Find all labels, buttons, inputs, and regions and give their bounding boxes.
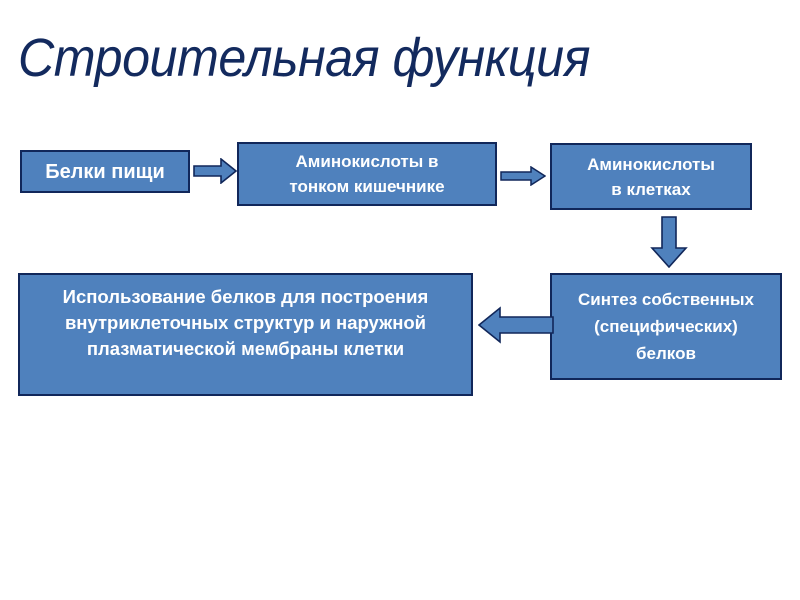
arrow-down-cells-to-synthesis-icon (648, 216, 690, 268)
box-amino-intestine-label: Аминокислоты в тонком кишечнике (289, 152, 445, 196)
box-amino-cells-label: Аминокислоты в клетках (587, 154, 715, 199)
box-synthesis[interactable]: Синтез собственных (специфических) белко… (550, 273, 782, 380)
box-protein-usage[interactable]: Использование белков для построения внут… (18, 273, 473, 396)
box-food-proteins[interactable]: Белки пищи (20, 150, 190, 193)
arrow-left-synthesis-to-usage-icon (478, 306, 554, 344)
box-synthesis-label: Синтез собственных (специфических) белко… (577, 290, 755, 363)
box-food-proteins-label: Белки пищи (45, 160, 165, 183)
box-amino-cells[interactable]: Аминокислоты в клетках (550, 143, 752, 210)
box-amino-intestine[interactable]: Аминокислоты в тонком кишечнике (237, 142, 497, 206)
page-title: Строительная функция (18, 28, 590, 88)
arrow-right-intestine-to-cells-icon (500, 166, 546, 186)
box-protein-usage-label: Использование белков для построения внут… (62, 286, 429, 359)
arrow-right-food-to-intestine-icon (193, 158, 237, 184)
